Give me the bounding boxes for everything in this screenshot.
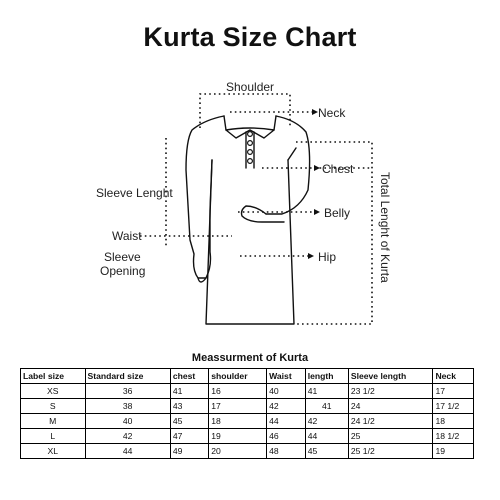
- cell: 17 1/2: [432, 398, 474, 414]
- cell: 24: [347, 398, 434, 414]
- cell: M: [20, 413, 86, 429]
- cell: 46: [266, 428, 306, 444]
- cell: 17: [208, 398, 268, 414]
- header-shoulder: shoulder: [208, 368, 268, 384]
- measurement-lines: [140, 93, 373, 325]
- cell: 25 1/2: [347, 443, 434, 459]
- header-waist: Waist: [266, 368, 306, 384]
- cell: 48: [266, 443, 306, 459]
- label-chest: Chest: [322, 162, 354, 176]
- cell: 18: [208, 413, 268, 429]
- label-sleeve-opening-line2: Opening: [100, 264, 146, 278]
- cell: 47: [169, 428, 210, 444]
- cell: 19: [432, 443, 474, 459]
- cell: 44: [266, 413, 306, 429]
- table-header-row: Label size Standard size chest shoulder …: [20, 368, 474, 384]
- label-total-length: Total Lenght of Kurta: [378, 172, 392, 283]
- cell: XS: [20, 383, 86, 399]
- cell: 45: [304, 443, 349, 459]
- cell: 17: [432, 383, 474, 399]
- arrowheads: [308, 109, 320, 259]
- label-sleeve-opening-line1: Sleeve: [104, 250, 141, 264]
- label-hip: Hip: [318, 250, 337, 264]
- cell: 16: [208, 383, 268, 399]
- cell: 43: [169, 398, 210, 414]
- buttons: [247, 131, 254, 165]
- cell: 41: [304, 383, 349, 399]
- cell: 25: [347, 428, 434, 444]
- label-sleeve-length: Sleeve Lenght: [96, 186, 173, 200]
- cell: 38: [84, 398, 171, 414]
- cell: 41: [304, 398, 349, 414]
- cell: 40: [84, 413, 171, 429]
- cell: 18 1/2: [432, 428, 474, 444]
- cell: 45: [169, 413, 210, 429]
- measurement-table: Label size Standard size chest shoulder …: [20, 368, 474, 459]
- table-row: M 40 45 18 44 42 24 1/2 18: [20, 413, 474, 429]
- label-waist: Waist: [112, 229, 142, 243]
- cell: 19: [208, 428, 268, 444]
- table-row: L 42 47 19 46 44 25 18 1/2: [20, 428, 474, 444]
- cell: 44: [84, 443, 171, 459]
- page-title: Kurta Size Chart: [143, 22, 357, 52]
- cell: 24 1/2: [347, 413, 434, 429]
- cell: 49: [169, 443, 210, 459]
- kurta-outline: [185, 115, 311, 325]
- cell: 42: [84, 428, 171, 444]
- cell: 18: [432, 413, 474, 429]
- header-length: length: [304, 368, 349, 384]
- header-label-size: Label size: [20, 368, 86, 384]
- cell: XL: [20, 443, 86, 459]
- cell: L: [20, 428, 86, 444]
- header-sleeve-length: Sleeve length: [347, 368, 434, 384]
- cell: 40: [266, 383, 306, 399]
- cell: 36: [84, 383, 171, 399]
- cell: 42: [304, 413, 349, 429]
- cell: 41: [169, 383, 210, 399]
- header-chest: chest: [169, 368, 210, 384]
- table-row: XL 44 49 20 48 45 25 1/2 19: [20, 443, 474, 459]
- label-shoulder: Shoulder: [226, 80, 275, 94]
- header-standard-size: Standard size: [84, 368, 171, 384]
- cell: 44: [304, 428, 349, 444]
- header-neck: Neck: [432, 368, 474, 384]
- table-title: Meassurment of Kurta: [191, 352, 309, 364]
- cell: 20: [208, 443, 268, 459]
- label-belly: Belly: [324, 206, 351, 220]
- cell: 23 1/2: [347, 383, 434, 399]
- kurta-illustration: [140, 93, 373, 325]
- label-neck: Neck: [318, 106, 346, 120]
- table-row: XS 36 41 16 40 41 23 1/2 17: [20, 383, 474, 399]
- table-row: S 38 43 17 42 41 24 17 1/2: [20, 398, 474, 414]
- cell: 42: [266, 398, 306, 414]
- cell: S: [20, 398, 86, 414]
